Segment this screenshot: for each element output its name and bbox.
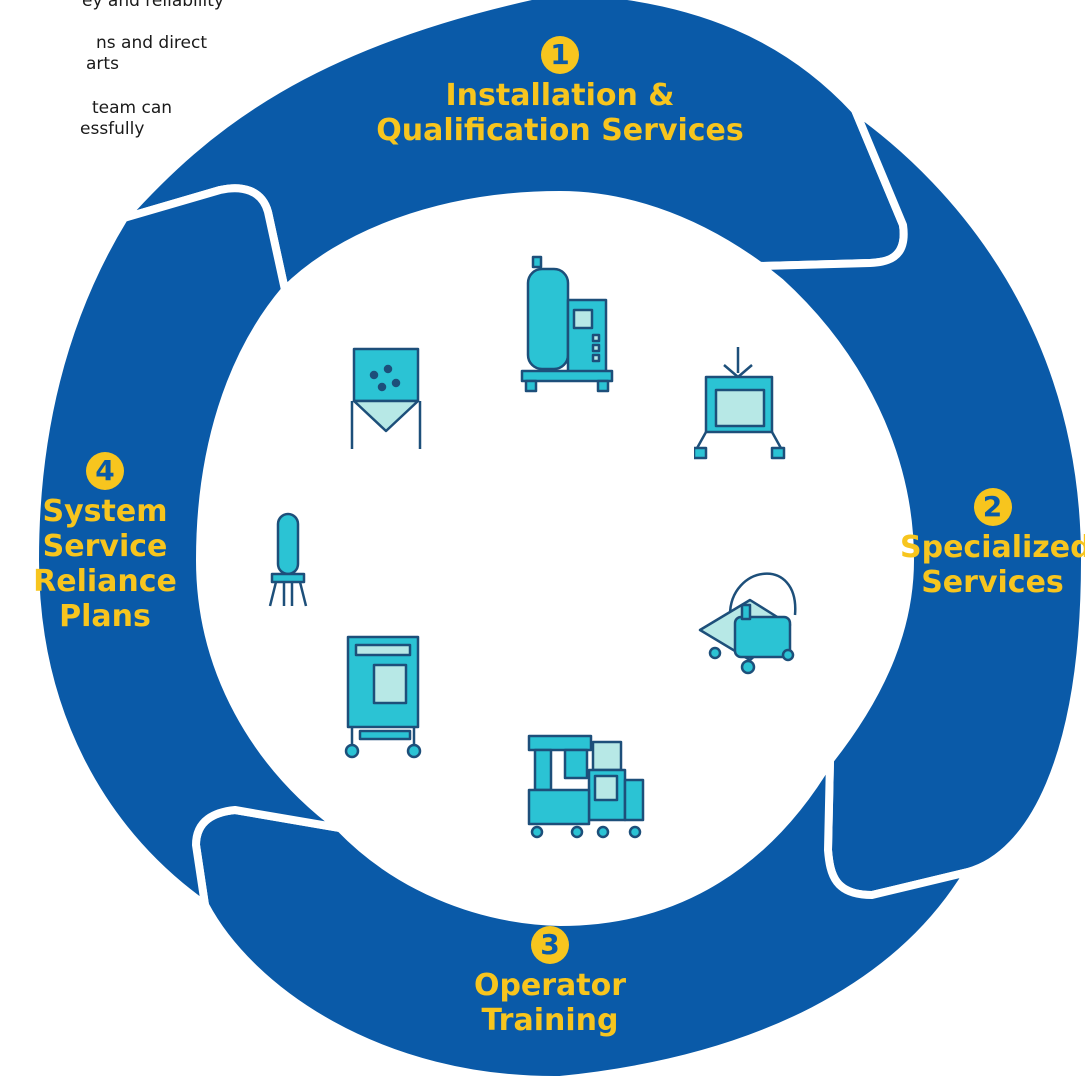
bg-text-line: arts: [86, 54, 119, 74]
step-title-line: System: [42, 494, 168, 529]
filtration-skid-icon: [694, 347, 786, 460]
process-skid-icon: [344, 635, 422, 759]
step-title-line: Plans: [59, 599, 151, 634]
chromatography-system-icon: [527, 734, 645, 839]
column-filter-icon: [268, 512, 308, 607]
fermenter-vessel-icon: [350, 347, 422, 449]
bg-text-line: team can: [92, 98, 173, 118]
step-title-line: Reliance: [33, 564, 177, 599]
bg-text-line: essfully: [80, 119, 145, 139]
step-number-badge: 3: [531, 926, 569, 964]
step-title-line: Qualification Services: [376, 113, 744, 148]
step-title-line: Operator: [473, 968, 627, 1003]
step-number-badge: 2: [973, 488, 1012, 526]
bg-text-line: ns and direct: [96, 33, 208, 53]
bg-text-line: ey and reliability: [82, 0, 224, 11]
ring-segment-4: [31, 184, 344, 909]
step-4-label: 4 System Service Reliance Plans: [30, 452, 180, 634]
step-3-label: 3 Operator Training: [440, 926, 660, 1038]
mixer-cart-icon: [698, 572, 797, 675]
bioreactor-tank-icon: [520, 255, 614, 393]
step-title-line: Specialized: [900, 530, 1085, 565]
step-number-badge: 4: [86, 452, 124, 490]
step-title-line: Services: [921, 565, 1064, 600]
step-title-line: Training: [481, 1003, 619, 1038]
step-number-badge: 1: [541, 36, 579, 74]
step-2-label: 2 Specialized Services: [900, 488, 1085, 600]
step-title-line: Service: [42, 529, 168, 564]
step-title-line: Installation &: [445, 78, 675, 113]
step-1-label: 1 Installation & Qualification Services: [350, 36, 770, 148]
